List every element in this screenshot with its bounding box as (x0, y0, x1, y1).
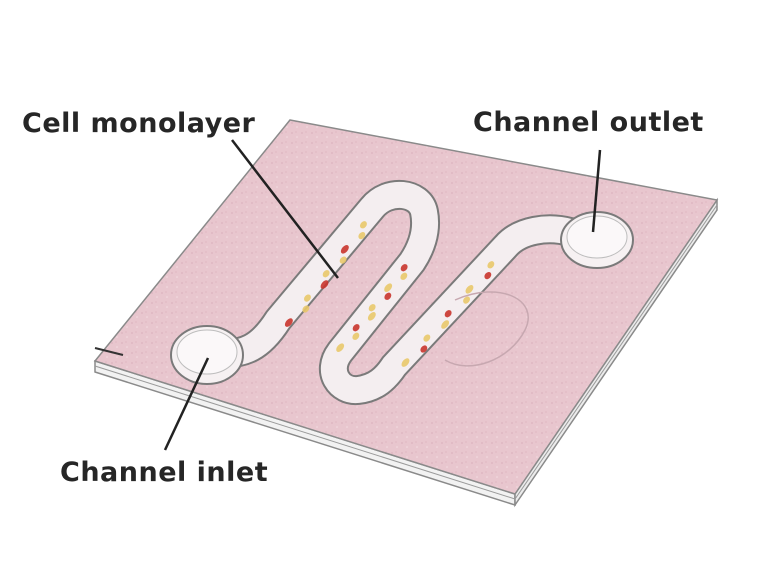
cell (302, 305, 310, 313)
cell (368, 304, 376, 312)
cell (384, 283, 393, 292)
cell (360, 221, 367, 229)
cell-monolayer (284, 221, 495, 367)
microchannel (170, 179, 634, 406)
leader-cell-monolayer (231, 139, 339, 279)
cell (284, 318, 293, 327)
chip-side-notch (94, 347, 124, 356)
cell (400, 264, 408, 272)
chip-layer-line (94, 204, 718, 500)
outlet-reservoir-rim (566, 215, 628, 259)
cell (320, 280, 329, 289)
label-channel-outlet: Channel outlet (473, 107, 704, 138)
cell (367, 312, 376, 321)
cell (336, 343, 345, 352)
label-channel-inlet: Channel inlet (60, 457, 268, 488)
cell (339, 256, 347, 264)
leader-channel-inlet (163, 357, 210, 451)
cell (340, 245, 349, 254)
leader-lines (163, 139, 602, 451)
cell (352, 324, 360, 332)
cell (484, 271, 492, 280)
inlet-reservoir-rim (176, 329, 238, 375)
cell (401, 358, 410, 367)
label-cell-monolayer: Cell monolayer (22, 108, 256, 139)
channel-interior (197, 181, 613, 404)
chip-top-face (93, 119, 719, 495)
cell (441, 320, 450, 329)
cell (420, 345, 428, 353)
cell (400, 272, 408, 280)
chamber-outline (444, 291, 529, 367)
cell (463, 296, 470, 304)
cell (322, 270, 330, 278)
cell (384, 292, 392, 300)
cell (444, 310, 452, 318)
cell (304, 294, 311, 302)
cell (487, 261, 495, 269)
leader-channel-outlet (591, 149, 602, 233)
chip-slab (93, 119, 719, 508)
cell (465, 285, 474, 294)
cell (423, 334, 431, 342)
cell (358, 231, 366, 240)
cell (352, 332, 360, 340)
